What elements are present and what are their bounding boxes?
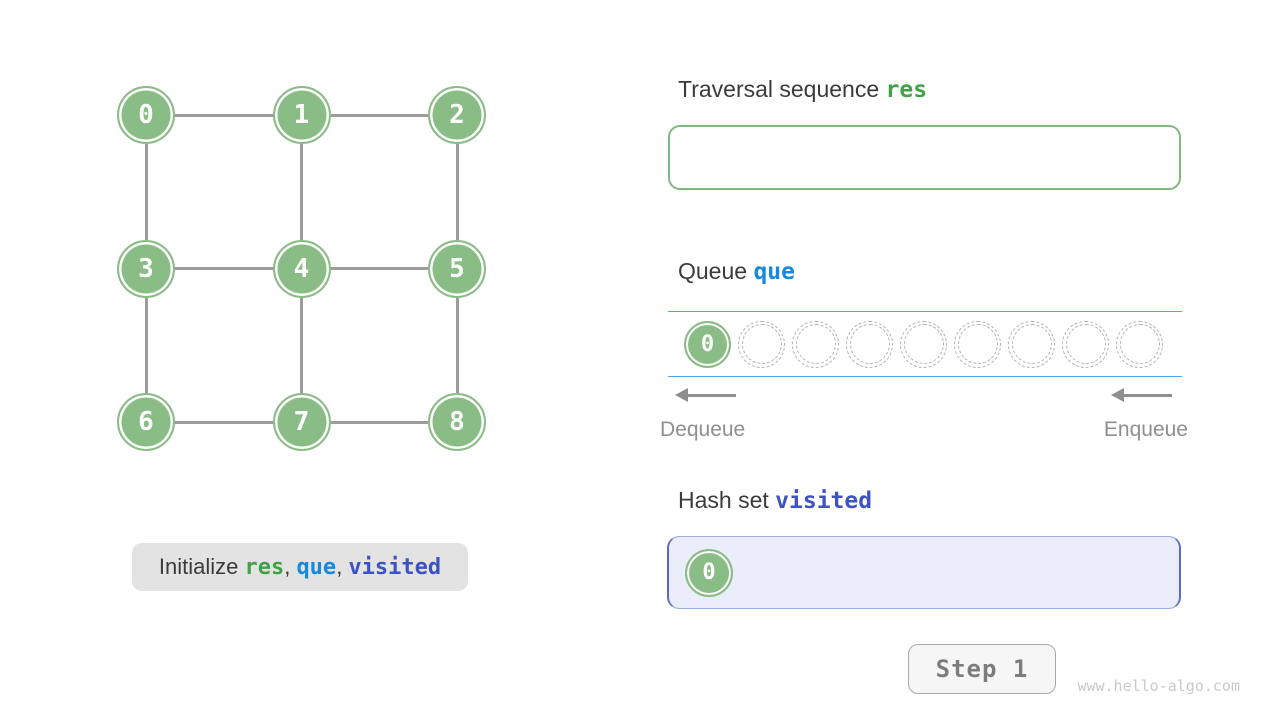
- queue-slot-empty: [954, 320, 1001, 368]
- graph-node-5: 5: [428, 239, 486, 298]
- graph-node-0: 0: [117, 86, 175, 144]
- queue-section-title: Queue que: [678, 258, 795, 285]
- caption-initialize-text: Initialize: [158, 554, 245, 579]
- enqueue-arrow-shaft: [1121, 393, 1172, 397]
- caption-separator: ,: [336, 554, 349, 579]
- graph-node-2: 2: [428, 86, 486, 144]
- graph-edge: [146, 267, 302, 270]
- dequeue-arrowhead: [675, 388, 688, 402]
- dequeue-arrow-shaft: [685, 393, 736, 397]
- graph-node-7: 7: [272, 393, 331, 451]
- graph-edge: [455, 115, 459, 269]
- traversal-sequence-box: [668, 125, 1181, 190]
- hashset-item-0: 0: [685, 548, 733, 597]
- queue-slot-empty: [846, 320, 893, 368]
- queue-slot-empty: [1062, 320, 1109, 368]
- caption-visited: visited: [348, 554, 442, 580]
- graph-edge: [301, 267, 457, 270]
- traversal-section-title: Traversal sequence res: [678, 76, 927, 103]
- hashset-title-text: Hash set: [678, 487, 776, 513]
- enqueue-label: Enqueue: [1103, 418, 1188, 441]
- step-caption: Initialize res, que, visited: [132, 543, 468, 591]
- graph-edge: [455, 268, 459, 422]
- graph-node-4: 4: [272, 239, 331, 298]
- grid-graph: 0 1 2 3 4 5 6 7 8: [0, 0, 560, 500]
- graph-edge: [144, 268, 148, 422]
- graph-node-8: 8: [428, 393, 486, 451]
- enqueue-arrow-icon: [1111, 388, 1173, 402]
- queue-strip: 0: [668, 311, 1182, 377]
- queue-slot-empty: [900, 320, 947, 368]
- graph-edge: [146, 420, 302, 424]
- visited-variable-name: visited: [775, 488, 873, 514]
- queue-title-text: Queue: [678, 258, 754, 284]
- queue-slot-empty: [792, 320, 839, 368]
- dequeue-arrow-icon: [675, 388, 737, 402]
- step-button[interactable]: Step 1: [908, 644, 1056, 694]
- hashset-box: 0: [667, 536, 1181, 609]
- queue-slot-empty: [1116, 320, 1163, 368]
- caption-separator: ,: [284, 554, 297, 579]
- graph-edge: [301, 420, 457, 424]
- queue-slot-empty: [1008, 320, 1055, 368]
- queue-slot-empty: [738, 320, 785, 368]
- caption-que: que: [296, 554, 337, 580]
- graph-edge: [146, 113, 302, 117]
- res-variable-name: res: [885, 77, 928, 103]
- hashset-section-title: Hash set visited: [678, 487, 872, 514]
- graph-edge: [300, 268, 303, 422]
- traversal-title-text: Traversal sequence: [678, 76, 886, 102]
- caption-res: res: [244, 554, 285, 580]
- graph-node-3: 3: [117, 239, 175, 298]
- queue-slot-filled: 0: [684, 320, 731, 368]
- graph-node-6: 6: [117, 393, 175, 451]
- graph-edge: [300, 115, 303, 269]
- graph-node-1: 1: [272, 86, 331, 144]
- que-variable-name: que: [753, 259, 795, 285]
- enqueue-arrowhead: [1111, 388, 1124, 402]
- graph-edge: [301, 113, 457, 117]
- watermark: www.hello-algo.com: [1077, 677, 1240, 695]
- graph-edge: [144, 115, 148, 269]
- dequeue-label: Dequeue: [660, 418, 746, 441]
